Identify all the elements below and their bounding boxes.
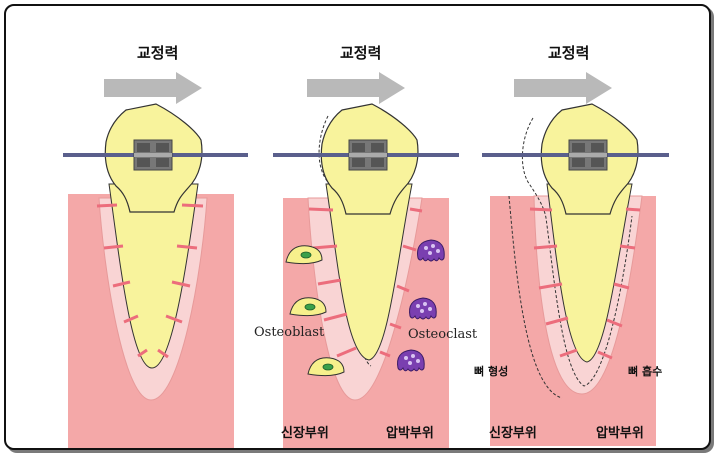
force-arrow-1 [104, 72, 202, 104]
compression-side-label-2: 압박부위 [386, 425, 434, 441]
figure-frame: 교정력 교정력 [4, 4, 711, 450]
ligament-fibers-2 [308, 207, 423, 358]
tension-side-label-2: 신장부위 [281, 425, 329, 441]
tooth-root-2 [325, 183, 413, 361]
panel-2: 교정력 [254, 44, 478, 448]
ligament-fibers-3 [529, 207, 641, 360]
tooth-movement-diagram: 교정력 교정력 [63, 44, 669, 448]
osteoclast-label: Osteoclast [408, 327, 478, 342]
force-label-2: 교정력 [340, 44, 381, 62]
bracket-1 [133, 139, 173, 171]
ligament-fibers-1 [96, 203, 204, 359]
tension-side-label-3: 신장부위 [489, 425, 537, 441]
force-label-1: 교정력 [137, 44, 178, 62]
force-arrow-2 [307, 72, 405, 104]
osteoclast-cell [397, 349, 425, 372]
bracket-2 [348, 139, 388, 171]
panel-1: 교정력 [63, 44, 248, 448]
bracket-3 [568, 139, 608, 171]
panel-3: 교정력 뼈 형성 [474, 44, 669, 446]
tooth-root-3 [546, 183, 633, 363]
bone-resorption-label: 뼈 흡수 [628, 364, 662, 378]
osteoblast-label: Osteoblast [254, 325, 325, 340]
force-arrow-3 [514, 72, 612, 104]
bone-formation-label: 뼈 형성 [474, 364, 508, 378]
bone-formation-outline [508, 195, 563, 399]
original-tooth-outline-3 [521, 117, 633, 387]
osteoclast-cell [409, 297, 437, 320]
osteoclast-cell [417, 239, 445, 262]
compression-side-label-3: 압박부위 [596, 425, 644, 441]
tooth-root-1 [108, 183, 199, 369]
force-label-3: 교정력 [548, 44, 589, 62]
